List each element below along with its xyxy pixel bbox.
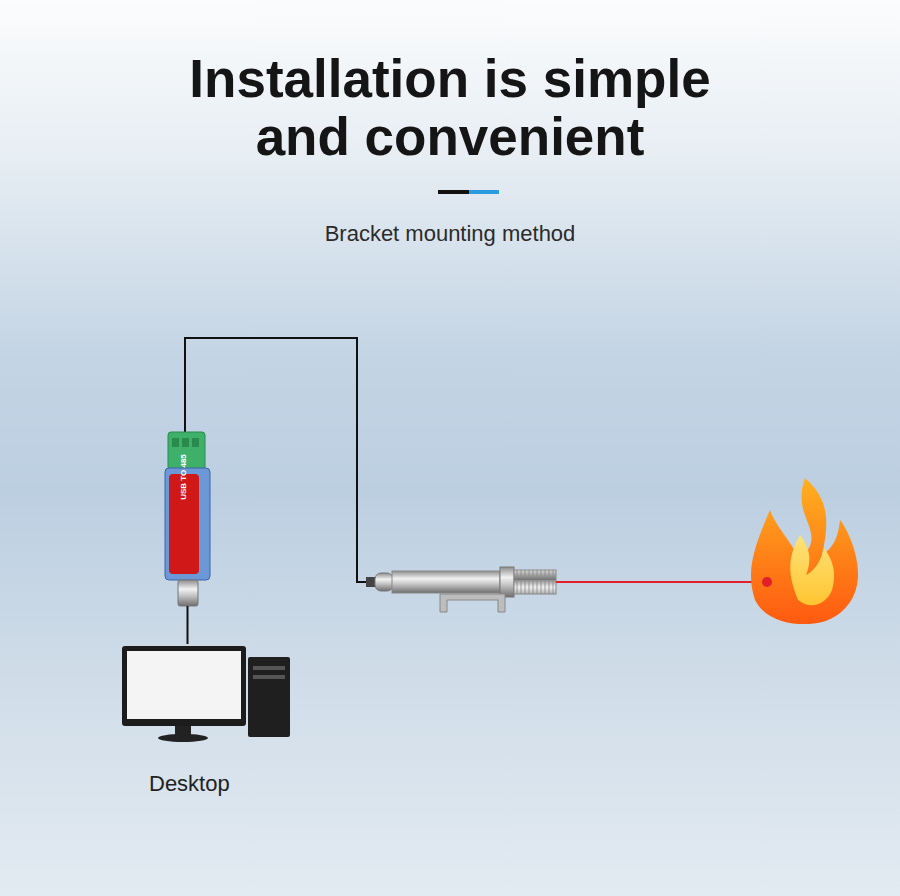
flame xyxy=(751,478,858,624)
sensor-wire xyxy=(185,338,366,582)
desktop-node: Desktop xyxy=(120,644,295,802)
usb-cable xyxy=(187,606,189,644)
infrared-sensor xyxy=(366,567,556,612)
device-caption: Desktop xyxy=(149,771,230,797)
laser-dot xyxy=(762,577,772,587)
title: Installation is simple and convenient xyxy=(100,50,800,166)
device-label: USB TO 485 xyxy=(179,427,188,527)
usb-adapter-node: USB TO 485 xyxy=(165,432,210,606)
underline-dark xyxy=(438,190,469,194)
underline-blue xyxy=(469,190,499,194)
laser-beam xyxy=(556,581,767,583)
desktop-computer xyxy=(122,646,290,742)
subtitle: Bracket mounting method xyxy=(250,221,650,247)
